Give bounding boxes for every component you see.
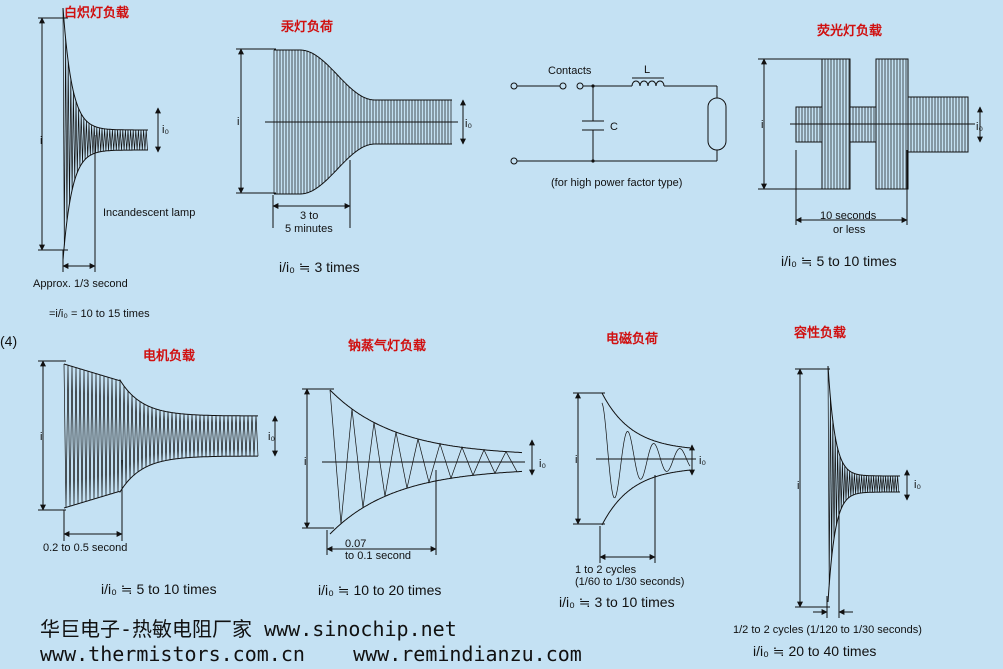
damped-oscillation: [601, 402, 691, 499]
circuit-note: (for high power factor type): [551, 177, 682, 189]
axis-i-label: i: [761, 119, 763, 131]
axis-io-label: i₀: [465, 118, 472, 130]
lower-envelope: [827, 491, 900, 603]
panel-title: 电机负载: [143, 348, 195, 364]
duration-label-1: 3 to: [300, 210, 318, 222]
surge-waveform: [827, 365, 900, 603]
inductor-label: L: [644, 64, 650, 76]
panel-capacitive: 容性负载 i i₀ 1/2 to 2 cycles (1/120 to 1/30…: [733, 325, 922, 659]
contact-right: [576, 82, 584, 90]
oscillation: [827, 365, 900, 585]
axis-i-label: i: [40, 431, 42, 443]
surge-waveform: [62, 7, 148, 261]
contacts-label: Contacts: [548, 65, 592, 77]
panel-fluorescent: 荧光灯负载 i i₀ 10 seconds or less i/i₀ ≒ 5 t…: [758, 23, 983, 269]
duration-label-1: 1 to 2 cycles: [575, 564, 637, 576]
section-number: (4): [0, 333, 17, 349]
axis-i-label: i: [304, 456, 306, 468]
junction-dot: [591, 84, 595, 88]
axis-io-label: i₀: [162, 124, 169, 136]
panel-title: 白炽灯负载: [64, 5, 129, 21]
lower-envelope: [274, 143, 452, 195]
ratio-label: i/i₀ ≒ 10 to 20 times: [318, 582, 441, 598]
duration-label-1: 0.07: [345, 538, 366, 550]
ratio-label: i/i₀ ≒ 5 to 10 times: [781, 253, 897, 269]
panel-title: 钠蒸气灯负载: [348, 338, 426, 354]
capacitor-label: C: [610, 121, 618, 133]
duration-label-1: 10 seconds: [820, 210, 877, 222]
oscillation: [329, 389, 518, 524]
surge-waveform: [790, 58, 975, 190]
axis-i-label: i: [797, 480, 799, 492]
panel-sodium: 钠蒸气灯负载 i i₀ 0.07 to 0.1 second i/i₀ ≒ 10…: [302, 338, 546, 598]
lower-envelope: [329, 470, 523, 535]
footer-line-1: 华巨电子-热敏电阻厂家 www.sinochip.net: [40, 617, 457, 641]
axis-io-label: i₀: [539, 458, 546, 470]
axis-i-label: i: [40, 135, 42, 147]
axis-io-label: i₀: [699, 455, 706, 467]
axis-io-label: i₀: [268, 431, 275, 443]
surge-waveform: [265, 49, 458, 195]
upper-envelope: [329, 389, 523, 454]
panel-title: 荧光灯负载: [817, 23, 882, 39]
terminal-top: [510, 82, 518, 90]
duration-label-2: to 0.1 second: [345, 550, 411, 562]
ratio-label: i/i₀ ≒ 5 to 10 times: [101, 581, 217, 597]
lamp-label: Incandescent lamp: [103, 207, 195, 219]
axis-i-label: i: [237, 116, 239, 128]
surge-waveform: [322, 389, 525, 535]
junction-dot: [591, 159, 595, 163]
upper-envelope: [274, 49, 452, 101]
terminal-bottom: [510, 157, 518, 165]
oscillation: [63, 363, 259, 508]
duration-label: Approx. 1/3 second: [33, 278, 128, 290]
ratio-label: i/i₀ ≒ 20 to 40 times: [753, 643, 876, 659]
panel-motor: 电机负载 i i₀ 0.2 to 0.5 second i/i₀ ≒ 5 to …: [38, 348, 278, 597]
duration-label: 1/2 to 2 cycles (1/120 to 1/30 seconds): [733, 624, 922, 636]
lower-envelope: [62, 149, 148, 261]
panel-title: 容性负载: [793, 325, 846, 341]
panel-incandescent: 白炽灯负载 i i₀ Incandescent lamp Approx. 1/3…: [33, 5, 195, 320]
footer: 华巨电子-热敏电阻厂家 www.sinochip.net www.thermis…: [40, 617, 582, 666]
lower-envelope: [601, 469, 691, 526]
surge-waveform: [63, 363, 259, 509]
upper-envelope: [827, 365, 900, 477]
panel-circuit: Contacts L C (for high power factor type…: [510, 64, 727, 189]
surge-waveform: [596, 392, 696, 526]
panel-title: 汞灯负荷: [281, 19, 333, 35]
panel-title: 电磁负荷: [606, 331, 658, 347]
oscillation: [62, 7, 148, 246]
panel-mercury: 汞灯负荷 i i₀ 3 to 5 minutes i/i₀ ≒ 3 times: [236, 19, 472, 275]
contact-left: [559, 82, 567, 90]
panel-solenoid: 电磁负荷 i i₀ 1 to 2 cycles (1/60 to 1/30 se…: [559, 331, 706, 610]
ratio-label: i/i₀ ≒ 3 to 10 times: [559, 594, 675, 610]
duration-label: 0.2 to 0.5 second: [43, 542, 127, 554]
ratio-label: i/i₀ ≒ 3 times: [279, 259, 360, 275]
ratio-label: =i/i₀ = 10 to 15 times: [49, 308, 150, 320]
axis-io-label: i₀: [914, 479, 921, 491]
duration-label-2: (1/60 to 1/30 seconds): [575, 576, 684, 588]
duration-label-2: or less: [833, 224, 866, 236]
axis-i-label: i: [575, 454, 577, 466]
inductor-coil: [631, 80, 665, 87]
axis-io-label: i₀: [976, 121, 983, 133]
upper-envelope: [63, 363, 258, 417]
footer-line-2: www.thermistors.com.cn www.remindianzu.c…: [40, 642, 582, 666]
duration-label-2: 5 minutes: [285, 223, 333, 235]
lamp-tube: [707, 97, 727, 151]
upper-envelope: [62, 7, 148, 131]
upper-envelope: [601, 392, 691, 449]
